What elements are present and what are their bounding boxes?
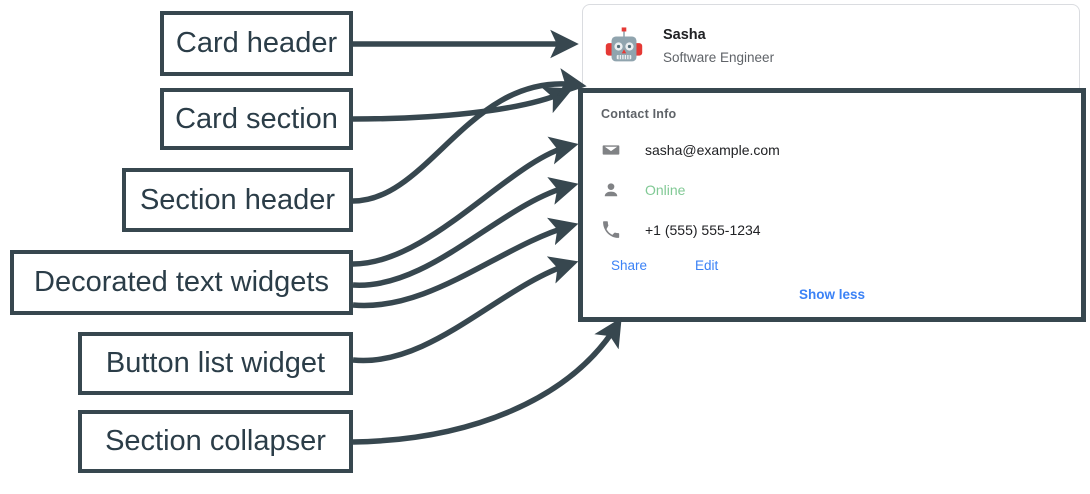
card-header-title: Sasha	[663, 27, 706, 44]
annotation-button-list-widget: Button list widget	[78, 332, 353, 395]
card-header-text: Sasha Software Engineer	[663, 26, 774, 67]
annotation-label-text: Section collapser	[105, 425, 326, 457]
email-value: sasha@example.com	[645, 142, 780, 158]
decorated-text-status: Online	[601, 178, 685, 202]
show-less-button[interactable]: Show less	[798, 287, 866, 302]
decorated-text-email: sasha@example.com	[601, 138, 780, 162]
section-header: Contact Info	[601, 107, 677, 121]
email-icon	[602, 145, 620, 155]
annotation-decorated-text-widgets: Decorated text widgets	[10, 250, 353, 315]
section-collapser: Show less	[583, 286, 1081, 304]
card-header-subtitle: Software Engineer	[663, 50, 775, 65]
arrow-section-collapser	[352, 317, 622, 445]
arrow-decorated-text-2	[352, 177, 579, 288]
phone-value: +1 (555) 555-1234	[645, 222, 761, 238]
share-button[interactable]: Share	[611, 258, 648, 273]
card-header: Sasha Software Engineer	[583, 5, 1079, 89]
arrow-section-header	[352, 68, 587, 204]
annotation-label-text: Card header	[175, 27, 338, 59]
annotation-section-header: Section header	[122, 168, 353, 232]
phone-icon	[603, 221, 620, 238]
annotation-label-text: Button list widget	[105, 347, 326, 379]
annotation-label-text: Section header	[139, 183, 336, 216]
arrow-decorated-text-3	[352, 217, 579, 309]
annotation-label-text: Decorated text widgets	[34, 266, 329, 298]
edit-button[interactable]: Edit	[695, 258, 719, 273]
card-section: Contact Info sasha@example.com Online +1	[578, 88, 1086, 322]
robot-avatar-icon	[605, 27, 643, 62]
annotation-card-header: Card header	[160, 11, 353, 76]
annotation-label-text: Card section	[175, 102, 338, 135]
arrow-card-section	[352, 86, 574, 122]
button-list-widget: Share Edit	[611, 258, 718, 273]
annotation-card-section: Card section	[160, 88, 353, 150]
arrow-decorated-text-1	[352, 136, 579, 267]
arrow-button-list	[352, 256, 579, 364]
status-value: Online	[645, 182, 686, 198]
person-icon	[604, 183, 618, 197]
annotation-section-collapser: Section collapser	[78, 410, 353, 473]
decorated-text-phone: +1 (555) 555-1234	[601, 218, 761, 242]
